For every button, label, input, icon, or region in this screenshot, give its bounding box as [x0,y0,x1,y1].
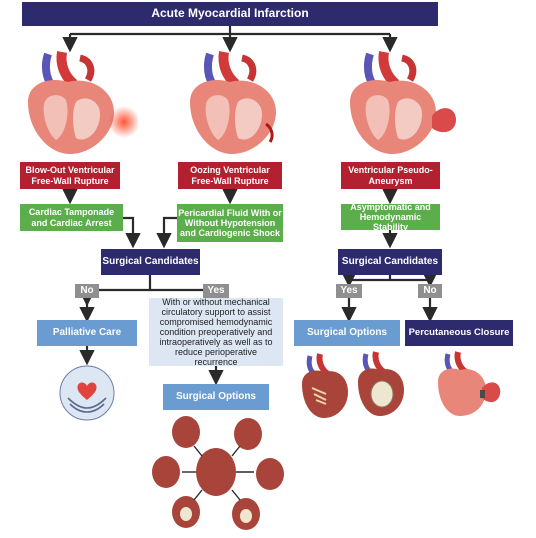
surgical-options-right-box: Surgical Options [294,320,400,346]
pseudo-aneurysm-label: Ventricular Pseudo-Aneurysm [348,165,433,186]
right-no-badge: No [418,284,442,298]
pericardial-fluid-box: Pericardial Fluid With or Without Hypote… [177,204,283,242]
surgical-candidates-right-label: Surgical Candidates [341,256,439,268]
left-yes-badge: Yes [203,284,229,298]
right-yes-label: Yes [340,285,358,297]
oozing-rupture-box: Oozing Ventricular Free-Wall Rupture [178,162,282,189]
left-no-badge: No [75,284,99,298]
pseudo-aneurysm-heart-illustration [350,51,456,154]
percutaneous-closure-heart-illustration [438,351,501,416]
blowout-rupture-label: Blow-Out Ventricular Free-Wall Rupture [25,165,115,186]
pseudo-aneurysm-box: Ventricular Pseudo-Aneurysm [341,162,440,189]
surgical-candidates-left-box: Surgical Candidates [101,249,200,275]
title-banner: Acute Myocardial Infarction [22,2,438,26]
surgical-candidates-right-box: Surgical Candidates [338,249,442,275]
right-yes-badge: Yes [336,284,362,298]
closed-aneurysm-heart-illustration [358,351,404,416]
oozing-rupture-label: Oozing Ventricular Free-Wall Rupture [190,165,270,186]
percutaneous-closure-label: Percutaneous Closure [408,326,510,338]
tamponade-label: Cardiac Tamponade and Cardiac Arrest [28,207,115,228]
mechanical-support-text: With or without mechanical circulatory s… [159,296,273,368]
left-yes-label: Yes [207,285,225,297]
pericardial-fluid-label: Pericardial Fluid With or Without Hypote… [178,207,282,239]
blowout-rupture-box: Blow-Out Ventricular Free-Wall Rupture [20,162,120,189]
blowout-rupture-heart-illustration [28,51,138,154]
mechanical-support-note: With or without mechanical circulatory s… [149,296,283,368]
oozing-rupture-heart-illustration [190,51,276,154]
left-no-label: No [80,285,94,297]
percutaneous-closure-box: Percutaneous Closure [405,320,513,346]
page-title: Acute Myocardial Infarction [151,6,309,21]
surgical-options-center-label: Surgical Options [175,391,256,403]
surgical-options-center-box: Surgical Options [163,384,269,410]
surgical-options-right-label: Surgical Options [306,327,387,339]
palliative-care-label: Palliative Care [52,327,122,339]
surgical-options-heart-cluster [152,416,284,530]
right-no-label: No [423,285,437,297]
palliative-care-box: Palliative Care [37,320,137,346]
tamponade-box: Cardiac Tamponade and Cardiac Arrest [20,204,123,231]
hemodynamic-stability-box: Asymptomatic and Hemodynamic Stability [341,201,440,233]
patch-repair-heart-illustration [302,353,348,418]
hemodynamic-stability-label: Asymptomatic and Hemodynamic Stability [350,201,431,233]
surgical-candidates-left-label: Surgical Candidates [102,256,199,268]
caring-hands-heart-icon [59,365,115,421]
